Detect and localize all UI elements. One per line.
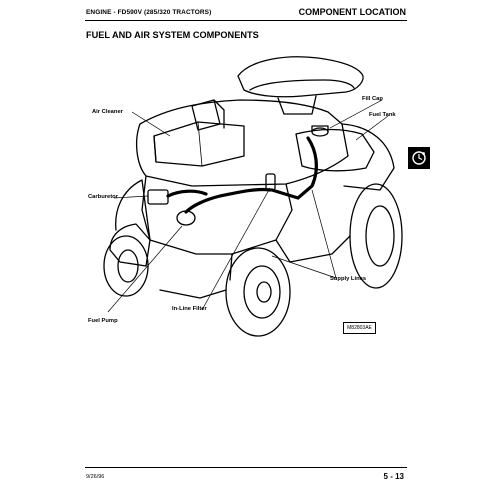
- footer-rule: [85, 467, 407, 468]
- supply-line-upper: [270, 136, 318, 200]
- section-title: FUEL AND AIR SYSTEM COMPONENTS: [86, 30, 259, 40]
- label-carburetor: Carburetor: [88, 194, 118, 200]
- section-tab: [408, 147, 430, 169]
- seat: [237, 56, 364, 98]
- label-fuel-pump: Fuel Pump: [88, 318, 118, 324]
- label-supply-lines: Supply Lines: [330, 276, 367, 282]
- carburetor-shape: [147, 189, 169, 205]
- footer-date: 9/26/96: [86, 474, 105, 480]
- front-wheel-right: [225, 247, 291, 337]
- front-wheel-left: [103, 235, 149, 297]
- label-air-cleaner: Air Cleaner: [92, 109, 123, 115]
- label-fuel-tank: Fuel Tank: [369, 112, 396, 118]
- page-number: 5 - 13: [383, 472, 404, 481]
- clock-tab-icon: [412, 151, 426, 165]
- supply-line-lower: [184, 187, 272, 214]
- header-section-text: ENGINE - FD590V (285/320 TRACTORS): [86, 9, 212, 16]
- label-inline-filter: In-Line Filter: [172, 306, 207, 312]
- tractor-diagram: [103, 56, 403, 337]
- inline-filter-shape: [265, 173, 276, 191]
- header-rule: [85, 20, 407, 21]
- figure-reference-code: M82803AE: [343, 322, 376, 334]
- label-fill-cap: Fill Cap: [362, 96, 383, 102]
- header-chapter-title: COMPONENT LOCATION: [298, 7, 406, 17]
- fill-cap-shape: [311, 127, 329, 137]
